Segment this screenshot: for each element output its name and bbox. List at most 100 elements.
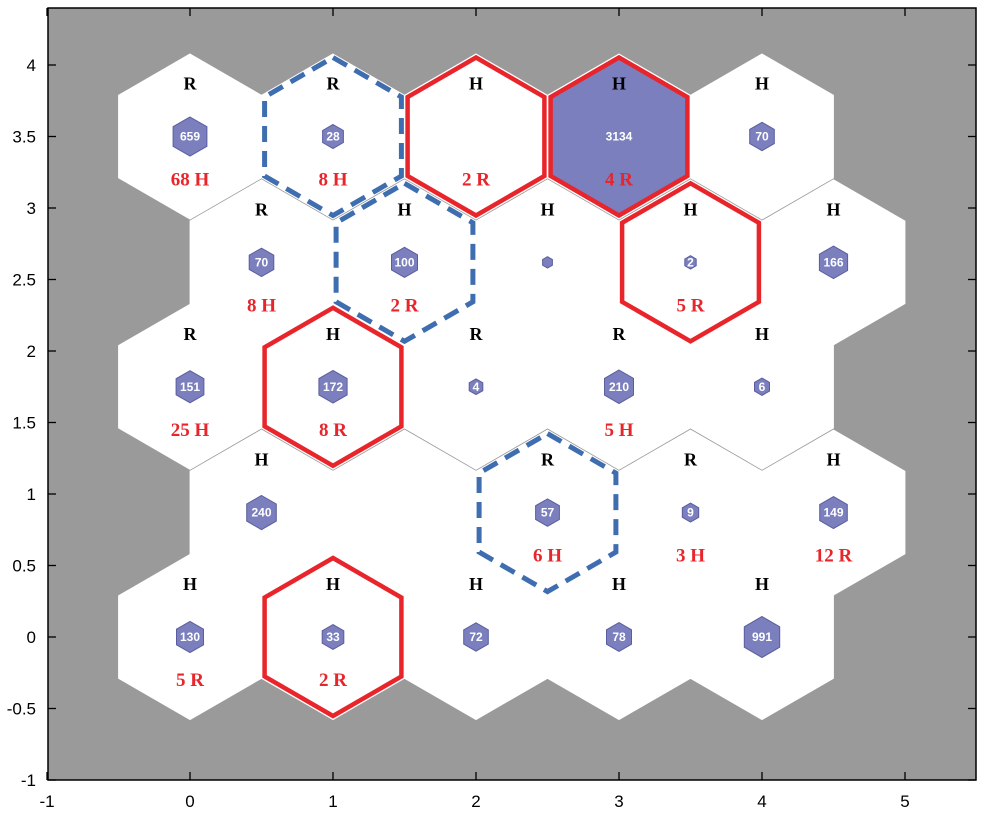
count-hex-10 (175, 370, 205, 404)
count-label-8: 2 (687, 255, 694, 269)
y-tick-label-0: -1 (21, 771, 36, 790)
y-tick-label-9: 3.5 (12, 128, 36, 147)
x-tick-label-6: 5 (900, 792, 909, 811)
cell-bottom-label-21: 2 R (319, 670, 347, 691)
count-label-6: 100 (394, 255, 414, 269)
cell-top-label-9: H (826, 199, 840, 219)
count-hex-6 (391, 246, 418, 278)
cell-top-label-21: H (326, 574, 340, 594)
y-tick-label-5: 1.5 (12, 414, 36, 433)
x-tick-label-3: 2 (471, 792, 480, 811)
cell-bottom-label-17: 6 H (533, 546, 562, 567)
count-hex-17 (535, 498, 560, 527)
cluster-outline-layer (262, 54, 762, 719)
cell-top-label-10: R (184, 324, 198, 344)
cell-top-label-18: R (684, 450, 698, 470)
cell-top-label-17: R (541, 450, 555, 470)
count-hex-22 (463, 622, 489, 652)
count-hex-9 (818, 245, 849, 280)
count-label-10: 151 (180, 380, 200, 394)
count-hex-0 (172, 116, 208, 157)
cell-top-label-0: R (184, 74, 198, 94)
y-tick-label-3: 0.5 (12, 557, 36, 576)
cell-bottom-label-1: 8 H (318, 170, 347, 191)
count-hex-1 (322, 123, 344, 150)
cell-top-label-5: R (255, 199, 269, 219)
y-tick-label-8: 3 (27, 199, 36, 218)
cell-bottom-label-8: 5 R (677, 295, 705, 316)
count-label-17: 57 (541, 506, 555, 520)
x-tick-label-4: 3 (614, 792, 623, 811)
red-outline-21 (262, 555, 404, 719)
blue-dashed-outline-6 (333, 180, 476, 345)
count-hex-11 (318, 369, 348, 404)
cell-top-label-23: H (612, 574, 626, 594)
cell-bottom-label-20: 5 R (176, 670, 204, 691)
count-hex-5 (248, 247, 275, 278)
count-label-11: 172 (323, 380, 343, 394)
cell-bottom-label-13: 5 H (604, 420, 633, 441)
red-outline-11 (262, 305, 404, 469)
x-tick-label-1: 0 (185, 792, 194, 811)
count-label-20: 130 (180, 630, 200, 644)
cell-bottom-label-2: 2 R (462, 170, 490, 191)
cell-top-label-24: H (755, 574, 769, 594)
count-label-21: 33 (326, 630, 340, 644)
x-tick-label-2: 1 (328, 792, 337, 811)
red-outline-8 (619, 180, 762, 344)
red-outline-2 (405, 54, 547, 219)
cell-bottom-label-0: 68 H (171, 170, 210, 191)
count-label-19: 149 (823, 506, 843, 520)
count-label-14: 6 (759, 380, 766, 394)
map-layer (118, 53, 906, 721)
count-label-23: 78 (612, 630, 626, 644)
count-hex-18 (681, 502, 700, 523)
count-hex-19 (819, 496, 848, 530)
count-label-18: 9 (687, 506, 694, 520)
red-outline-3 (548, 54, 690, 219)
x-tick-label-5: 4 (757, 792, 766, 811)
cell-top-label-8: H (683, 199, 697, 219)
y-tick-label-7: 2.5 (12, 271, 36, 290)
cell-bottom-label-11: 8 R (319, 420, 347, 441)
cell-top-label-12: R (470, 324, 484, 344)
y-tick-label-6: 2 (27, 342, 36, 361)
cell-top-label-19: H (826, 450, 840, 470)
count-label-9: 166 (823, 255, 843, 269)
count-hex-3 (548, 55, 690, 218)
plot-frame (47, 7, 977, 781)
count-label-1: 28 (326, 130, 340, 144)
count-hex-4 (749, 121, 775, 152)
cell-top-label-15: H (254, 450, 268, 470)
cell-bottom-label-6: 2 R (391, 295, 419, 316)
cell-top-label-14: H (755, 324, 769, 344)
count-label-12: 4 (473, 380, 480, 394)
count-label-5: 70 (255, 255, 269, 269)
count-label-3: 3134 (606, 130, 633, 144)
y-tick-label-2: 0 (27, 628, 36, 647)
cell-bottom-label-18: 3 H (676, 546, 705, 567)
count-hex-7 (542, 256, 553, 269)
count-label-24: 991 (752, 630, 772, 644)
cell-top-label-6: H (397, 199, 411, 219)
cell-top-label-13: R (613, 324, 627, 344)
y-tick-label-4: 1 (27, 485, 36, 504)
x-tick-label-0: -1 (39, 792, 54, 811)
count-hex-8 (684, 255, 697, 270)
cell-top-label-7: H (540, 199, 554, 219)
cell-top-label-3: H (612, 74, 626, 94)
cell-top-label-2: H (469, 74, 483, 94)
blue-dashed-outline-17 (476, 430, 619, 595)
cell-top-label-4: H (755, 74, 769, 94)
blue-dashed-outline-1 (262, 54, 404, 219)
cell-top-label-1: R (327, 74, 341, 94)
cell-bottom-label-5: 8 H (247, 295, 276, 316)
count-hex-14 (754, 377, 770, 396)
count-label-15: 240 (251, 506, 271, 520)
count-hex-23 (606, 622, 632, 652)
cell-bottom-label-19: 12 R (815, 546, 853, 567)
cell-top-label-11: H (326, 324, 340, 344)
